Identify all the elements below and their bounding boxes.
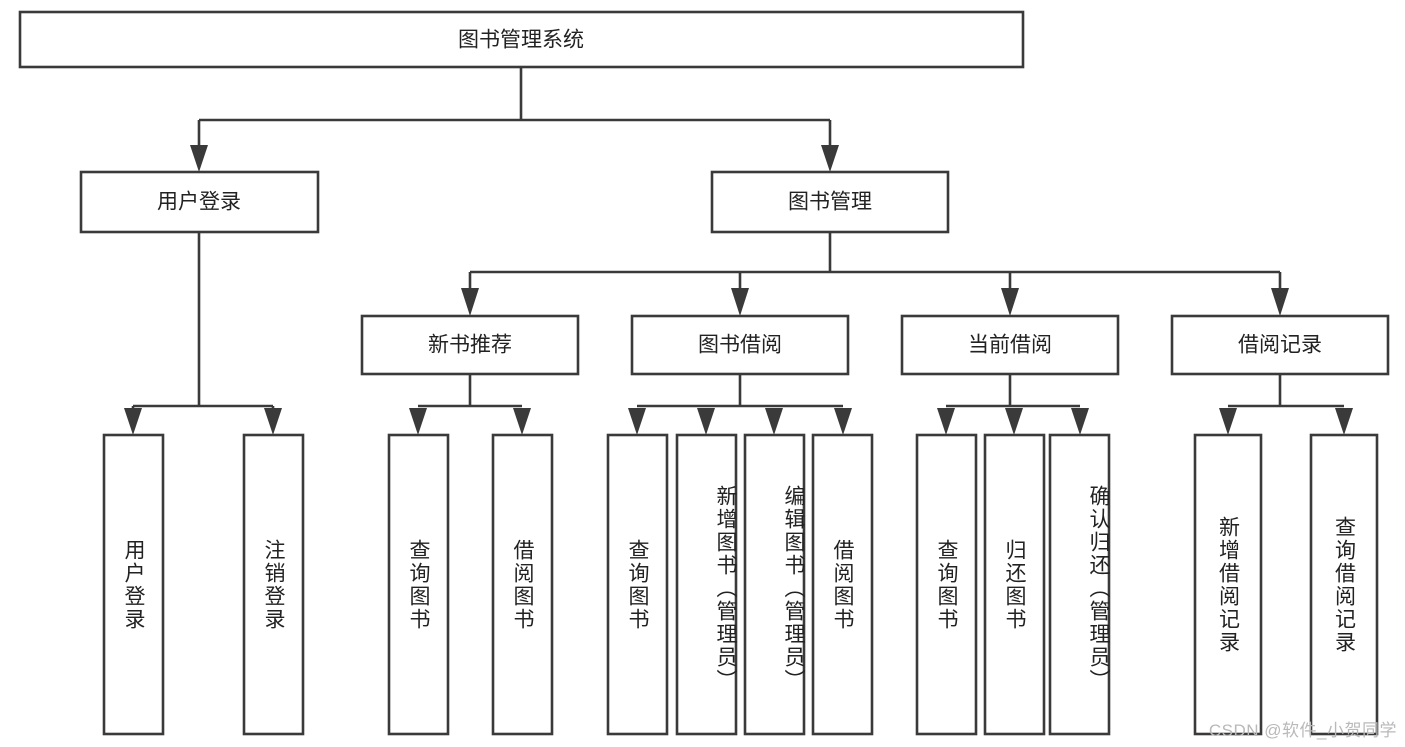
leaf-box-return-book[interactable]	[983, 433, 1046, 736]
leaf-box-user-login[interactable]	[102, 433, 165, 736]
leaf-box-add-record[interactable]	[1193, 433, 1263, 736]
node-new-book-rec[interactable]: 新书推荐	[360, 314, 580, 376]
arrow-head-leaf-borrow-book-1	[513, 408, 531, 435]
arrow-head-leaf-query-book-3	[937, 408, 955, 435]
node-root-label: 图书管理系统	[458, 29, 584, 52]
arrow-head-leaf-confirm-return	[1071, 408, 1089, 435]
leaf-box-query-book-3[interactable]	[915, 433, 978, 736]
leaf-box-confirm-return[interactable]	[1048, 433, 1111, 736]
arrow-head-leaf-add-record	[1219, 408, 1237, 435]
connector-group-book-borrow-leaves	[628, 374, 852, 435]
node-book-manage[interactable]: 图书管理	[710, 170, 950, 234]
node-borrow-record-label: 借阅记录	[1238, 334, 1322, 357]
arrow-head-leaf-edit-book	[765, 408, 783, 435]
node-book-borrow[interactable]: 图书借阅	[630, 314, 850, 376]
arrow-head-leaf-query-book-1	[409, 408, 427, 435]
node-new-book-rec-label: 新书推荐	[428, 334, 512, 357]
connector-group-new-book-rec-leaves	[409, 374, 531, 435]
node-user-login-label: 用户登录	[157, 191, 241, 214]
leaf-box-query-book-1[interactable]	[387, 433, 450, 736]
node-current-borrow-box[interactable]	[900, 314, 1120, 376]
connector-group-current-borrow-leaves	[937, 374, 1089, 435]
connector-group-user-login-leaves	[124, 232, 282, 435]
leaf-box-borrow-book-2[interactable]	[811, 433, 874, 736]
node-book-manage-box[interactable]	[710, 170, 950, 234]
node-book-borrow-box[interactable]	[630, 314, 850, 376]
arrow-head-leaf-logout-login	[264, 408, 282, 435]
arrow-head-leaf-add-book	[697, 408, 715, 435]
arrow-head-book-borrow	[731, 288, 749, 316]
leaf-box-borrow-book-1[interactable]	[491, 433, 554, 736]
arrow-head-leaf-user-login	[124, 408, 142, 435]
leaf-box-query-book-2[interactable]	[606, 433, 669, 736]
arrow-head-new-book-rec	[461, 288, 479, 316]
arrow-head-leaf-borrow-book-2	[834, 408, 852, 435]
node-user-login[interactable]: 用户登录	[79, 170, 320, 234]
arrow-head-leaf-query-book-2	[628, 408, 646, 435]
node-current-borrow[interactable]: 当前借阅	[900, 314, 1120, 376]
connector-group-root-to-level2	[190, 67, 839, 172]
node-root-box[interactable]	[18, 10, 1025, 69]
arrow-head-book-manage	[821, 145, 839, 172]
leaf-box-logout-login[interactable]	[242, 433, 305, 736]
connector-group-book-manage-to-level3	[461, 232, 1289, 316]
node-new-book-rec-box[interactable]	[360, 314, 580, 376]
node-book-borrow-label: 图书借阅	[698, 334, 782, 357]
node-root[interactable]: 图书管理系统	[18, 10, 1025, 69]
arrow-head-leaf-return-book	[1005, 408, 1023, 435]
node-current-borrow-label: 当前借阅	[968, 334, 1052, 357]
arrow-head-borrow-record	[1271, 288, 1289, 316]
leaf-box-edit-book[interactable]	[743, 433, 806, 736]
connector-group-borrow-record-leaves	[1219, 374, 1353, 435]
leaf-box-add-book[interactable]	[675, 433, 738, 736]
node-book-manage-label: 图书管理	[788, 191, 872, 214]
arrow-head-user-login	[190, 145, 208, 172]
leaf-box-query-record[interactable]	[1309, 433, 1379, 736]
arrow-head-leaf-query-record	[1335, 408, 1353, 435]
node-borrow-record[interactable]: 借阅记录	[1170, 314, 1390, 376]
arrow-head-current-borrow	[1001, 288, 1019, 316]
node-user-login-box[interactable]	[79, 170, 320, 234]
node-borrow-record-box[interactable]	[1170, 314, 1390, 376]
csdn-watermark: CSDN @软件_小贺同学	[1208, 721, 1397, 740]
